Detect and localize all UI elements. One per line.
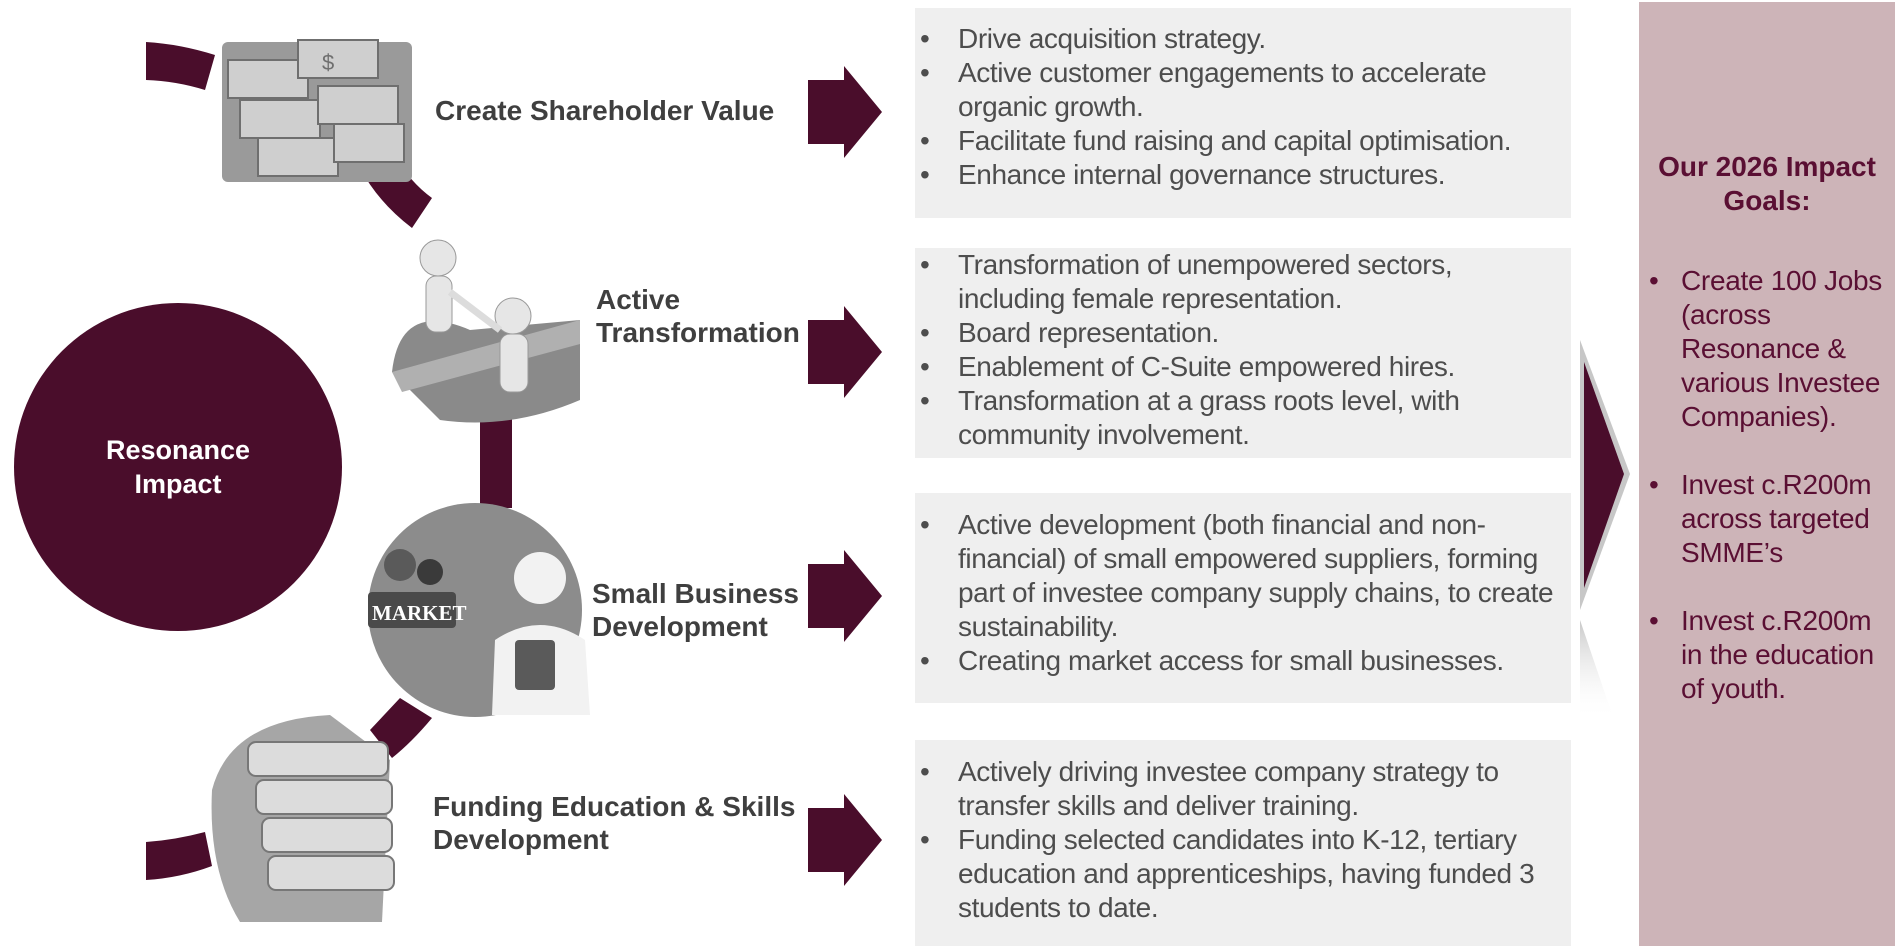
- center-label: Resonance Impact: [105, 435, 251, 499]
- bullet-item: Enablement of C-Suite empowered hires.: [915, 350, 1563, 384]
- market-vendor-icon: MARKET: [368, 503, 590, 717]
- bullet-list: Active development (both financial and n…: [915, 508, 1563, 678]
- arrow-right-icon: [808, 550, 882, 642]
- bullet-item: Board representation.: [915, 316, 1563, 350]
- bullet-item: Actively driving investee company strate…: [915, 755, 1563, 823]
- money-stack-icon: $: [222, 39, 412, 182]
- bullet-item: Active development (both financial and n…: [915, 508, 1563, 644]
- bullet-item: Funding selected candidates into K-12, t…: [915, 823, 1563, 925]
- arrow-right-icon: [808, 306, 882, 398]
- goal-item: Invest c.R200m across targeted SMME’s: [1639, 468, 1895, 570]
- arrow-right-icon: [808, 794, 882, 886]
- bullet-item: Active customer engagements to accelerat…: [915, 56, 1563, 124]
- pillar-label-education: Funding Education & Skills Development: [433, 791, 796, 855]
- bullet-item: Transformation at a grass roots level, w…: [915, 384, 1563, 452]
- panel-active-transformation: Transformation of unempowered sectors, i…: [915, 248, 1571, 458]
- goals-title: Our 2026 Impact Goals:: [1658, 151, 1876, 216]
- pillar-label-active-transformation: Active Transformation: [596, 284, 800, 348]
- goal-item: Invest c.R200m in the education of youth…: [1639, 604, 1895, 706]
- helping-hand-figures-icon: [392, 239, 580, 423]
- impact-goals-panel: Our 2026 Impact Goals: Create 100 Jobs (…: [1639, 2, 1895, 946]
- bullet-item: Creating market access for small busines…: [915, 644, 1563, 678]
- arc-segment: [480, 410, 512, 508]
- pillar-label-shareholder-value: Create Shareholder Value: [435, 95, 775, 126]
- resonance-impact-circle: Resonance Impact: [14, 303, 342, 631]
- panel-small-business: Active development (both financial and n…: [915, 493, 1571, 703]
- goals-list: Create 100 Jobs (across Resonance & vari…: [1639, 264, 1895, 740]
- bullet-list: Transformation of unempowered sectors, i…: [915, 248, 1563, 452]
- arc-segment: [146, 42, 215, 90]
- bullet-list: Actively driving investee company strate…: [915, 755, 1563, 925]
- arc-segment: [146, 832, 212, 880]
- panel-education: Actively driving investee company strate…: [915, 740, 1571, 946]
- bullet-list: Drive acquisition strategy. Active custo…: [915, 22, 1563, 192]
- bullet-item: Drive acquisition strategy.: [915, 22, 1563, 56]
- book-stack-icon: [211, 715, 395, 922]
- bullet-item: Facilitate fund raising and capital opti…: [915, 124, 1563, 158]
- bullet-item: Enhance internal governance structures.: [915, 158, 1563, 192]
- pillar-label-small-business: Small Business Development: [592, 578, 799, 642]
- panel-shareholder-value: Drive acquisition strategy. Active custo…: [915, 8, 1571, 218]
- bullet-item: Transformation of unempowered sectors, i…: [915, 248, 1563, 316]
- arrow-right-icon: [808, 66, 882, 158]
- goal-item: Create 100 Jobs (across Resonance & vari…: [1639, 264, 1895, 434]
- svg-text:MARKET: MARKET: [372, 601, 467, 625]
- svg-text:$: $: [322, 50, 334, 75]
